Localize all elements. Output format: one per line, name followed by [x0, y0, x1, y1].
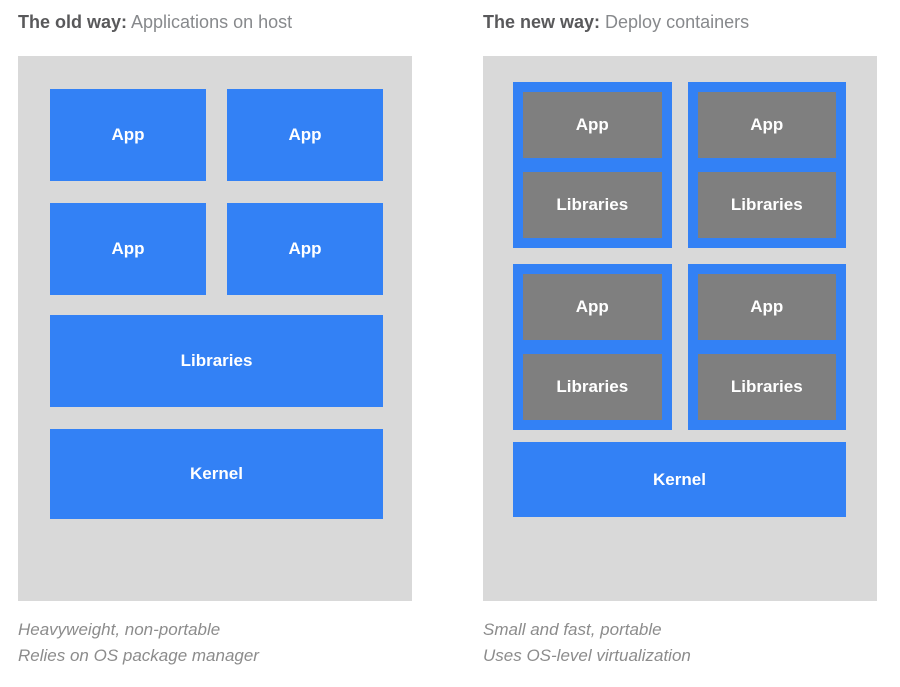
container-1-libraries-box: Libraries: [523, 172, 662, 238]
new-way-caption: Small and fast, portable Uses OS-level v…: [483, 617, 877, 669]
old-caption-line-2: Relies on OS package manager: [18, 646, 259, 665]
container-grid: App Libraries App Libraries App Librarie…: [513, 82, 846, 430]
new-way-title-rest: Deploy containers: [600, 12, 750, 32]
new-way-title: The new way: Deploy containers: [483, 10, 877, 34]
old-way-caption: Heavyweight, non-portable Relies on OS p…: [18, 617, 412, 669]
new-way-title-bold: The new way:: [483, 12, 601, 32]
containers-panel: App Libraries App Libraries App Librarie…: [483, 56, 877, 601]
container-4-app-box: App: [697, 274, 836, 340]
old-caption-line-1: Heavyweight, non-portable: [18, 620, 221, 639]
new-caption-line-1: Small and fast, portable: [483, 620, 662, 639]
container-4: App Libraries: [687, 264, 846, 430]
old-kernel-box: Kernel: [50, 429, 383, 519]
container-1-app-box: App: [523, 92, 662, 158]
container-1: App Libraries: [513, 82, 672, 248]
old-app-box-1: App: [50, 89, 206, 181]
container-4-libraries-box: Libraries: [697, 354, 836, 420]
new-way-section: The new way: Deploy containers App Libra…: [483, 10, 877, 669]
old-way-title-rest: Applications on host: [127, 12, 293, 32]
old-app-box-3: App: [50, 203, 206, 295]
old-app-grid: App App App App: [50, 89, 383, 295]
new-caption-line-2: Uses OS-level virtualization: [483, 646, 691, 665]
container-2-app-box: App: [697, 92, 836, 158]
new-kernel-box: Kernel: [513, 442, 846, 517]
container-2: App Libraries: [687, 82, 846, 248]
container-2-libraries-box: Libraries: [697, 172, 836, 238]
host-panel: App App App App Libraries Kernel: [18, 56, 412, 601]
old-app-box-4: App: [227, 203, 383, 295]
old-way-title: The old way: Applications on host: [18, 10, 412, 34]
old-way-title-bold: The old way:: [18, 12, 128, 32]
container-3-app-box: App: [523, 274, 662, 340]
old-app-box-2: App: [227, 89, 383, 181]
container-3-libraries-box: Libraries: [523, 354, 662, 420]
old-way-section: The old way: Applications on host App Ap…: [18, 10, 412, 669]
container-3: App Libraries: [513, 264, 672, 430]
old-libraries-box: Libraries: [50, 315, 383, 407]
